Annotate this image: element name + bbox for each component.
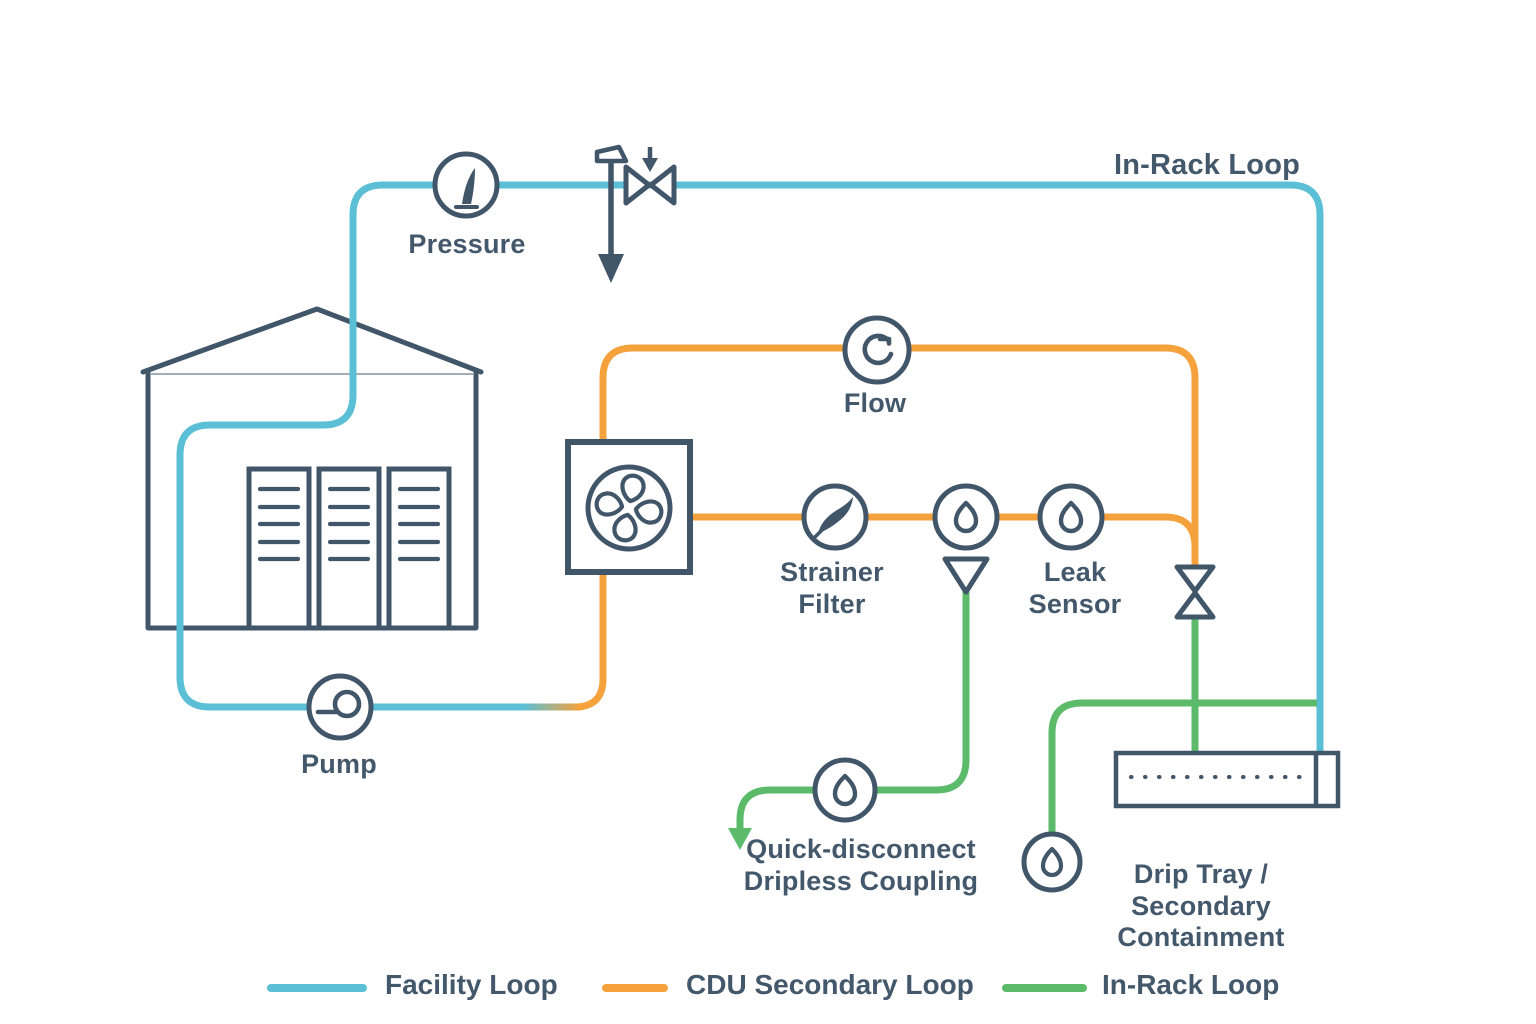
pump-label: Pump	[301, 749, 377, 779]
strainer-filter-label: Strainer Filter	[780, 557, 884, 619]
pressure-label: Pressure	[408, 229, 526, 259]
shutoff-valve-icon	[623, 147, 677, 206]
legend-swatch-cdu	[602, 984, 668, 992]
leak-sensor-left-icon	[932, 483, 1000, 551]
legend-swatch-facility	[267, 984, 367, 992]
drip-tray-label: Drip Tray / Secondary Containment	[1117, 859, 1285, 953]
quick-disconnect-drip-icon	[812, 757, 878, 823]
legend-label-inrack: In-Rack Loop	[1102, 969, 1280, 1000]
cdu-unit-icon	[565, 439, 693, 575]
quick-disconnect-label: Quick-disconnect Dripless Coupling	[743, 834, 979, 896]
strainer-filter-icon	[801, 483, 869, 551]
flow-label: Flow	[843, 388, 907, 418]
leak-sensor-label: Leak Sensor	[1028, 557, 1122, 619]
legend-label-cdu: CDU Secondary Loop	[686, 969, 974, 1000]
coupling-funnel-icon	[942, 556, 990, 595]
legend-label-facility: Facility Loop	[385, 969, 558, 1000]
flow-meter-icon	[842, 315, 912, 385]
pump-icon	[306, 673, 374, 741]
pressure-gauge-icon	[432, 151, 500, 219]
in-rack-flow-arrow	[728, 828, 752, 850]
drip-tray-icon	[1113, 750, 1341, 809]
data-center-building-icon	[140, 306, 484, 631]
leak-sensor-icon	[1037, 483, 1105, 551]
server-racks-icon	[246, 466, 452, 631]
drain-valve-icon	[594, 144, 629, 283]
isolation-valve-icon	[1174, 564, 1216, 620]
in-rack-loop-top-label: In-Rack Loop	[1113, 149, 1301, 181]
facility-loop-pipe	[176, 181, 1324, 753]
legend-swatch-inrack	[1002, 984, 1087, 992]
drip-tray-leak-sensor-icon	[1021, 831, 1083, 893]
